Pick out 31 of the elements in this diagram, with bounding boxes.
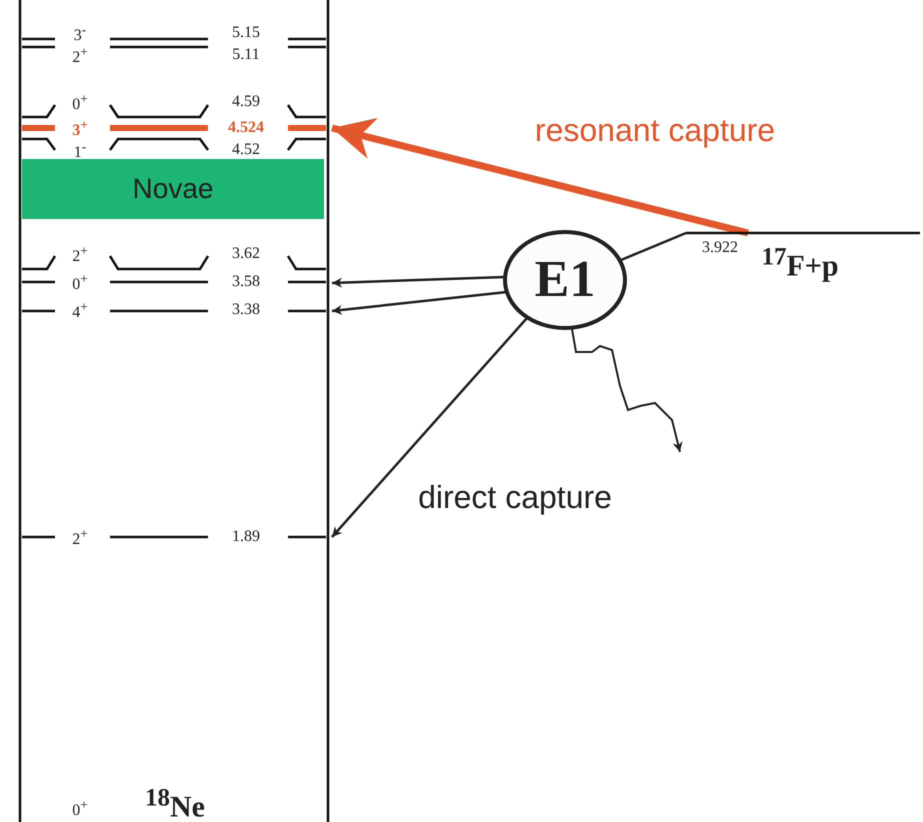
energy-label: 4.52 (232, 141, 260, 159)
energy-label: 4.59 (232, 93, 260, 111)
spin-parity-label: 0$^{+}$ (72, 90, 88, 114)
arrow (331, 118, 749, 236)
arrow (332, 276, 506, 288)
energy-band: Novae (22, 159, 324, 219)
edge-label: resonant capture (534, 113, 776, 147)
energy-label: 5.15 (232, 24, 260, 42)
spin-parity-label: 2$^{+}$ (72, 524, 88, 550)
energy-label: 3.922 (702, 239, 738, 257)
energy-label: 3.38 (232, 301, 260, 319)
nucleus-label: $^{18}$Ne (145, 784, 205, 822)
gamma-ray-arrow (571, 328, 682, 452)
connector-line (620, 232, 686, 262)
arrow (332, 290, 508, 315)
spin-parity-label: 2$^{+}$ (72, 42, 88, 68)
spin-parity-label: 0$^{+}$ (72, 796, 88, 820)
spin-parity-label: 2$^{+}$ (72, 242, 88, 266)
spin-parity-label: 3$^{+}$ (72, 116, 88, 140)
energy-label: 3.62 (232, 245, 260, 263)
energy-label: 1.89 (232, 528, 260, 546)
reaction-channel-label: $^{17}$F+p (761, 242, 839, 282)
energy-label: 3.58 (232, 273, 260, 291)
arrow (331, 317, 528, 538)
spin-parity-label: 4$^{+}$ (72, 298, 88, 322)
multipolarity-label: E1 (534, 253, 596, 307)
edge-label: direct capture (418, 480, 612, 514)
energy-label: 4.524 (228, 119, 264, 137)
spin-parity-label: 3$^{-}$ (74, 20, 86, 46)
energy-label: 5.11 (232, 46, 260, 64)
spin-parity-label: 0$^{+}$ (72, 270, 88, 294)
